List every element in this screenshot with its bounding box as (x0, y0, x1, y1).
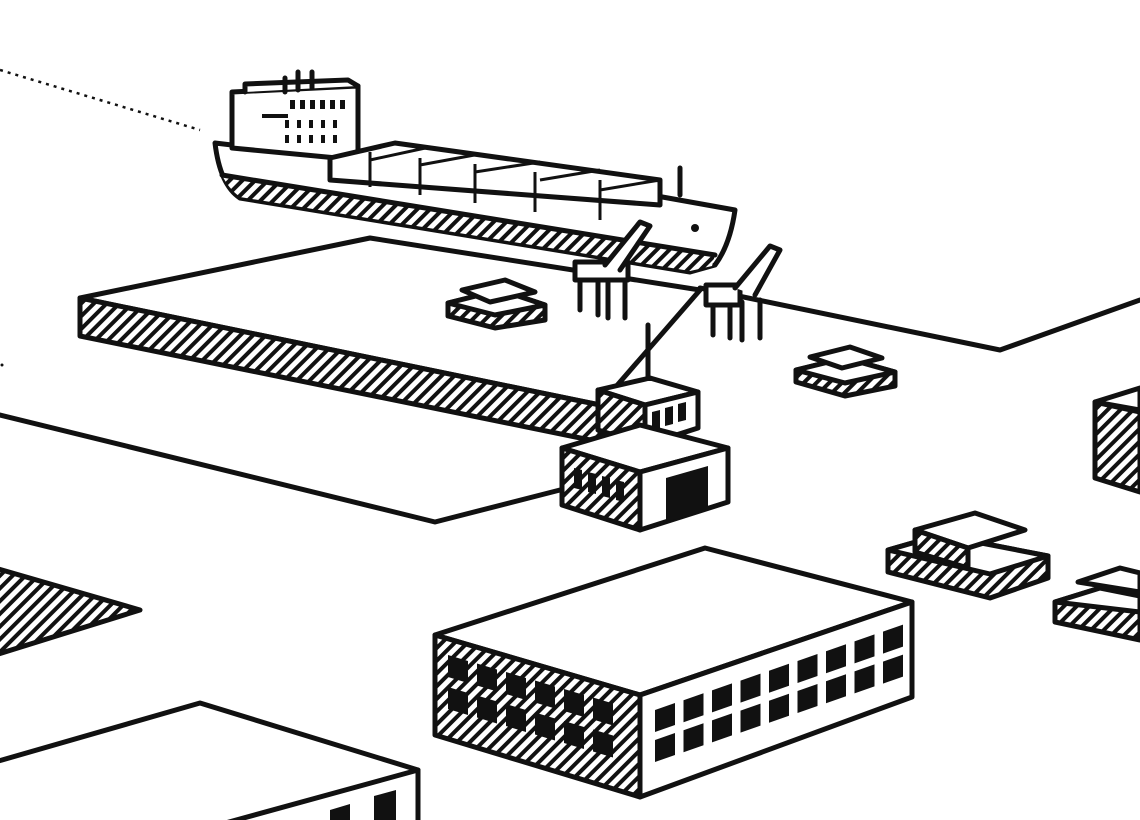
window (655, 733, 675, 762)
window (883, 624, 903, 654)
dotted-route-line (0, 68, 201, 132)
quay-platform (77, 235, 703, 445)
window (506, 704, 526, 732)
window (712, 683, 732, 713)
window (797, 684, 818, 713)
left-slab (0, 566, 143, 657)
window (769, 693, 789, 723)
window (564, 721, 584, 749)
cargo-ship (212, 69, 738, 275)
window (797, 654, 818, 683)
window (535, 680, 555, 709)
window (477, 695, 497, 724)
ship-windows (262, 100, 345, 143)
port-control-building (559, 322, 731, 533)
window (854, 634, 875, 664)
container-stack (793, 344, 898, 399)
window (593, 697, 613, 726)
office-building (0, 700, 421, 820)
quay-edge-right (697, 285, 1140, 353)
window (448, 687, 468, 715)
window (826, 674, 846, 704)
window (740, 703, 761, 733)
window (769, 663, 789, 693)
window (854, 664, 875, 694)
window (477, 663, 497, 692)
window (448, 655, 468, 683)
window (883, 654, 903, 684)
window (593, 729, 613, 758)
dock-crane-2 (703, 243, 783, 343)
window (740, 673, 761, 703)
window (683, 723, 704, 753)
route-dot (0, 363, 4, 367)
warehouse-edge (1092, 385, 1140, 495)
window (712, 713, 732, 743)
container-stack (885, 510, 1051, 601)
warehouse-building (432, 545, 915, 800)
window (535, 712, 555, 741)
window (655, 703, 675, 732)
window (564, 689, 584, 717)
container-stack (1052, 565, 1140, 643)
window (683, 693, 704, 723)
ground-outline (0, 412, 563, 525)
warehouse-windows (448, 624, 903, 762)
container-stack (445, 277, 548, 331)
window (826, 644, 846, 674)
window (506, 672, 526, 700)
dock-crane-1 (572, 219, 653, 321)
